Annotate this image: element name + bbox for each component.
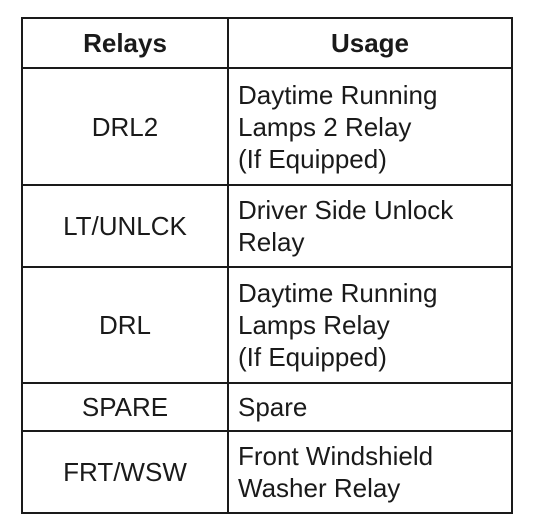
usage-line: Front Windshield <box>238 441 434 471</box>
relay-cell: FRT/WSW <box>21 430 229 514</box>
relay-usage-table: Relays Usage DRL2 Daytime Running Lamps … <box>21 17 513 514</box>
usage-cell: Daytime Running Lamps Relay (If Equipped… <box>227 266 513 384</box>
table-row: FRT/WSW Front Windshield Washer Relay <box>21 430 513 514</box>
table-row: SPARE Spare <box>21 382 513 432</box>
header-row: Relays Usage <box>21 17 513 69</box>
usage-line: Daytime Running <box>238 79 438 110</box>
usage-line: Lamps 2 Relay <box>238 111 412 142</box>
usage-cell: Driver Side Unlock Relay <box>227 184 513 268</box>
usage-line: (If Equipped) <box>238 143 387 174</box>
header-relays: Relays <box>21 17 229 69</box>
usage-line: Washer Relay <box>238 473 401 503</box>
relay-cell: DRL2 <box>21 67 229 186</box>
usage-line: Spare <box>238 392 308 422</box>
table-body: DRL2 Daytime Running Lamps 2 Relay (If E… <box>21 67 513 514</box>
usage-line: (If Equipped) <box>238 342 387 372</box>
header-usage: Usage <box>227 17 513 69</box>
usage-line: Lamps Relay <box>238 310 390 340</box>
table-header: Relays Usage <box>21 17 513 69</box>
usage-cell: Daytime Running Lamps 2 Relay (If Equipp… <box>227 67 513 186</box>
table-row: DRL Daytime Running Lamps Relay (If Equi… <box>21 266 513 384</box>
relay-cell: SPARE <box>21 382 229 432</box>
table-row: DRL2 Daytime Running Lamps 2 Relay (If E… <box>21 67 513 186</box>
relay-cell: LT/UNLCK <box>21 184 229 268</box>
usage-line: Relay <box>238 227 305 257</box>
usage-cell: Front Windshield Washer Relay <box>227 430 513 514</box>
usage-line: Driver Side Unlock <box>238 195 454 225</box>
usage-line: Daytime Running <box>238 278 438 308</box>
usage-cell: Spare <box>227 382 513 432</box>
relay-cell: DRL <box>21 266 229 384</box>
table-row: LT/UNLCK Driver Side Unlock Relay <box>21 184 513 268</box>
